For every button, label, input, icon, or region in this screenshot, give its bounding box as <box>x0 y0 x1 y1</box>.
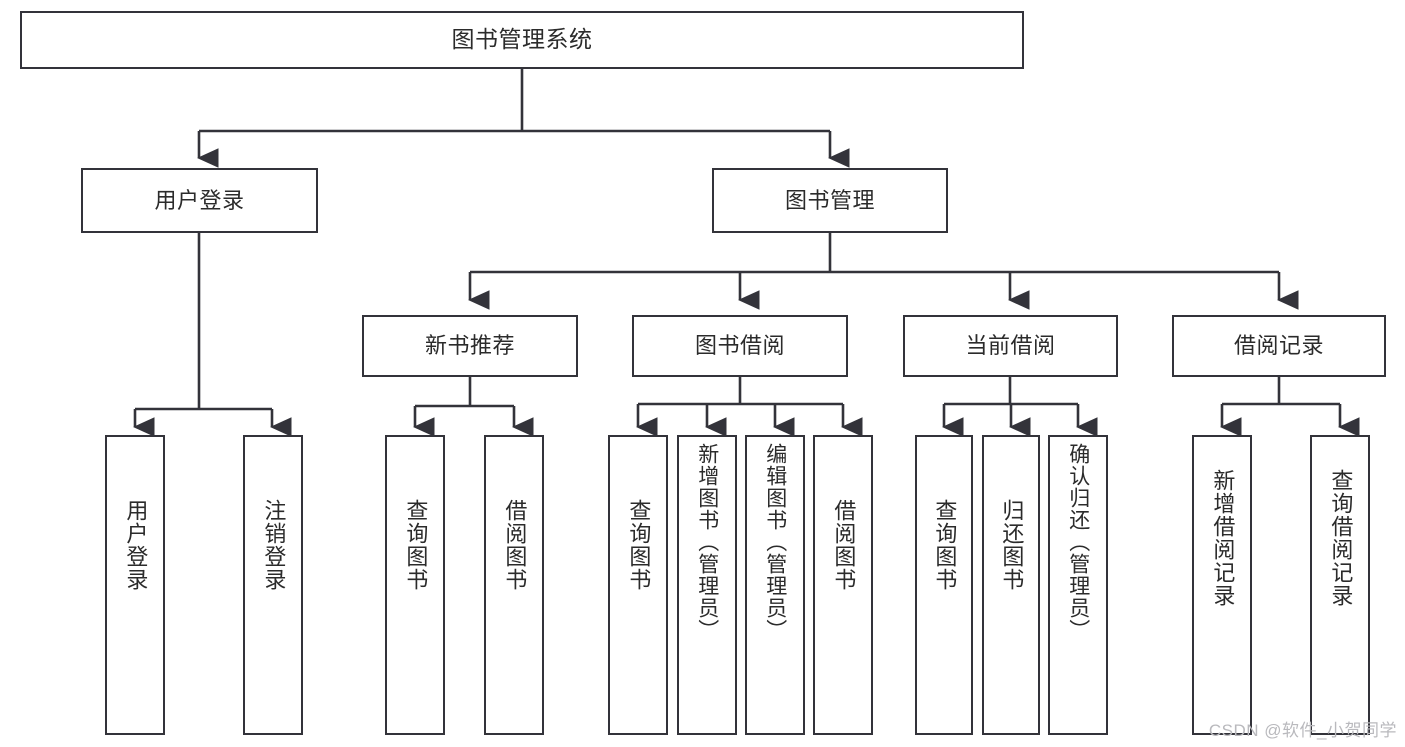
node-leaf-user-login[interactable]: 用户登录 <box>105 435 165 735</box>
node-leaf-confirm-return-admin[interactable]: 确认归还（管理员） <box>1048 435 1108 735</box>
watermark-text: CSDN @软件_小贺同学 <box>1208 721 1397 740</box>
node-leaf-query-borrow-record[interactable]: 查询借阅记录 <box>1310 435 1370 735</box>
node-leaf-query-book-borrow[interactable]: 查询图书 <box>608 435 668 735</box>
node-root-book-management-system[interactable]: 图书管理系统 <box>20 11 1024 69</box>
node-new-book-recommend[interactable]: 新书推荐 <box>362 315 578 377</box>
node-current-borrow[interactable]: 当前借阅 <box>903 315 1118 377</box>
node-label: 查询图书 <box>403 499 429 591</box>
node-label: 注销登录 <box>261 499 287 591</box>
node-leaf-add-book-admin[interactable]: 新增图书（管理员） <box>677 435 737 735</box>
node-leaf-logout[interactable]: 注销登录 <box>243 435 303 735</box>
node-label: 用户登录 <box>123 499 149 591</box>
node-book-management[interactable]: 图书管理 <box>712 168 948 233</box>
node-leaf-borrow-book-recommend[interactable]: 借阅图书 <box>484 435 544 735</box>
node-borrow-record[interactable]: 借阅记录 <box>1172 315 1386 377</box>
node-leaf-edit-book-admin[interactable]: 编辑图书（管理员） <box>745 435 805 735</box>
node-leaf-query-book-current[interactable]: 查询图书 <box>915 435 973 735</box>
node-user-login[interactable]: 用户登录 <box>81 168 318 233</box>
node-label: 新增借阅记录 <box>1210 469 1236 607</box>
node-label: 查询借阅记录 <box>1328 469 1354 607</box>
node-label: 图书借阅 <box>694 333 785 359</box>
node-label: 当前借阅 <box>965 333 1056 359</box>
node-leaf-add-borrow-record[interactable]: 新增借阅记录 <box>1192 435 1252 735</box>
node-leaf-return-book[interactable]: 归还图书 <box>982 435 1040 735</box>
node-label: 新增图书（管理员） <box>695 443 719 641</box>
node-label: 归还图书 <box>999 499 1025 591</box>
node-label: 新书推荐 <box>424 333 515 359</box>
node-label: 查询图书 <box>932 499 958 591</box>
node-label: 用户登录 <box>154 187 245 213</box>
node-label: 编辑图书（管理员） <box>763 443 787 641</box>
node-label: 确认归还（管理员） <box>1066 443 1090 641</box>
node-label: 借阅图书 <box>502 499 528 591</box>
node-label: 图书管理系统 <box>451 26 593 53</box>
node-label: 借阅图书 <box>831 499 857 591</box>
node-leaf-query-book-recommend[interactable]: 查询图书 <box>385 435 445 735</box>
node-book-borrow[interactable]: 图书借阅 <box>632 315 848 377</box>
node-label: 借阅记录 <box>1233 333 1324 359</box>
node-label: 图书管理 <box>784 187 875 213</box>
node-label: 查询图书 <box>626 499 652 591</box>
node-leaf-borrow-book[interactable]: 借阅图书 <box>813 435 873 735</box>
